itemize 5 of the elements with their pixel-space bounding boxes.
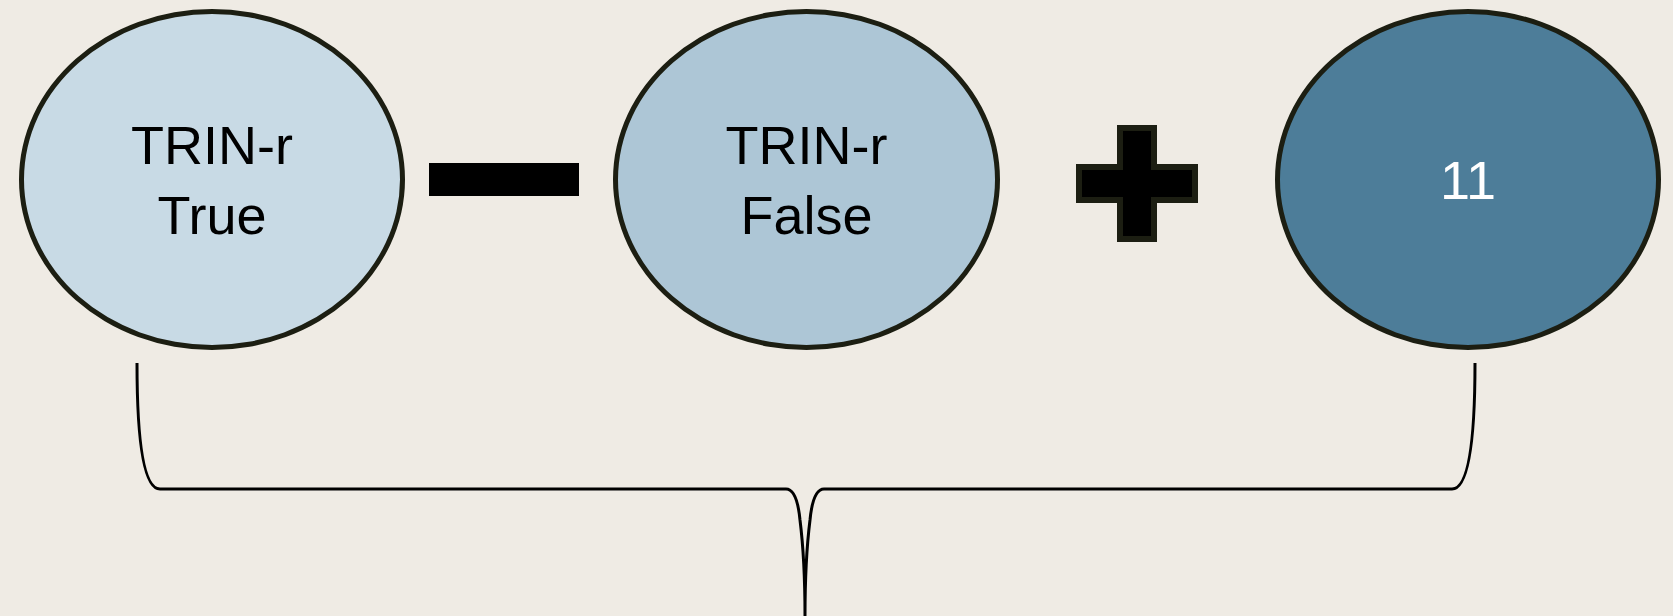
plus-sign	[1076, 125, 1198, 242]
node-label: 11	[1438, 148, 1498, 212]
node-label: TRIN-r False	[724, 113, 889, 247]
node-label: TRIN-r True	[130, 113, 294, 247]
minus-sign	[429, 163, 579, 196]
